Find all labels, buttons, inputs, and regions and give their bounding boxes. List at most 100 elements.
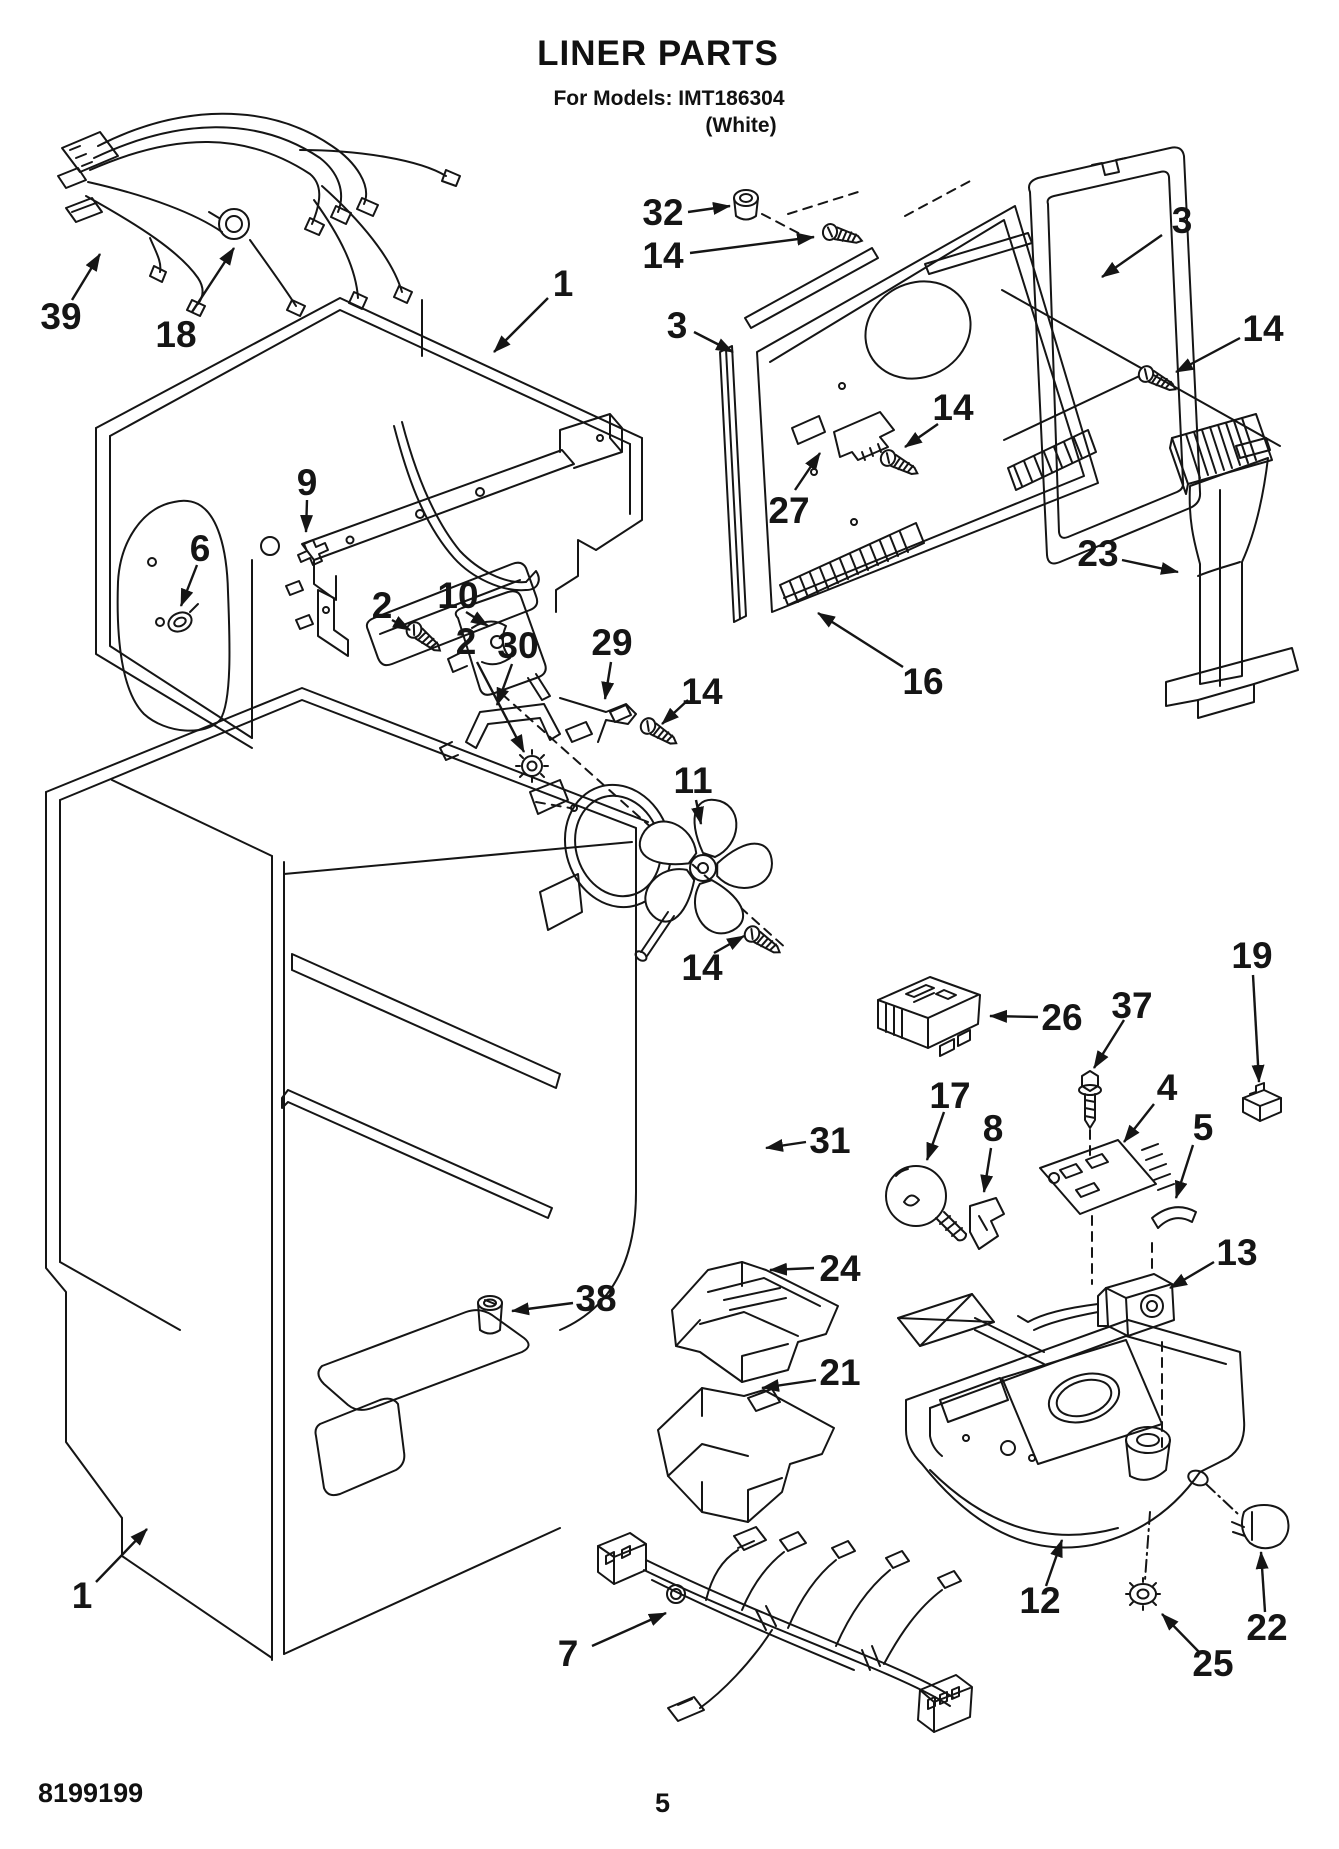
page-title: LINER PARTS [537,34,779,73]
arrow-22 [1255,1551,1269,1613]
bulb-clip [969,1197,1005,1250]
arrow-37 [1092,1019,1126,1069]
arrow-1b [95,1528,148,1583]
callout-31: 31 [809,1120,850,1161]
arrow-32 [687,201,731,215]
arrow-27 [794,452,821,491]
arrow-5 [1174,1144,1195,1199]
page-number: 5 [655,1788,671,1818]
screws-and-bushing [733,189,1181,480]
callout-6: 6 [190,528,211,569]
callout-labels: 39 18 1 32 14 3 3 14 27 14 23 16 9 2 10 … [40,192,1287,1684]
callout-3b: 3 [1172,200,1193,241]
arrow-14a [689,232,815,255]
wiring-harness-evaporator [57,112,461,317]
arrow-3a [693,330,734,354]
arrow-14b [1175,336,1241,374]
arrow-31 [765,1139,807,1152]
arrow-14c [904,423,939,448]
callout-23: 23 [1077,533,1118,574]
callout-29: 29 [591,622,632,663]
thermostat [1017,1237,1175,1453]
callout-4: 4 [1157,1067,1178,1108]
callout-14b: 14 [1242,308,1284,349]
arrow-4 [1123,1103,1155,1143]
callout-14a: 14 [642,235,684,276]
arrow-25 [1161,1613,1200,1653]
arrow-39 [70,253,102,301]
callout-12: 12 [1019,1580,1060,1621]
callout-arrows [70,201,1269,1653]
wedge-spacer [1151,1206,1197,1229]
wiring-harness-main [597,1526,973,1733]
arrow-30 [495,663,514,706]
arrow-3b [1101,234,1163,278]
defrost-control-box [877,976,981,1057]
callout-32: 32 [642,192,683,233]
callout-16: 16 [902,661,943,702]
freezer-liner [95,297,643,749]
callout-18: 18 [155,314,196,355]
arrow-2a [391,616,411,632]
knob-nut [1125,1577,1161,1611]
callout-39: 39 [40,296,81,337]
callout-17: 17 [929,1075,970,1116]
arrow-7 [591,1611,667,1648]
callout-7: 7 [558,1633,579,1674]
arrow-8 [980,1147,994,1193]
callout-3a: 3 [667,305,688,346]
arrow-12 [1044,1539,1064,1587]
drain-plug [477,1295,503,1335]
arrow-26 [989,1009,1039,1023]
callout-1a: 1 [553,263,574,304]
document-number: 8199199 [38,1778,144,1808]
air-duct-tower [1165,413,1299,719]
finish-line: (White) [705,114,777,137]
callout-2b: 2 [456,621,477,662]
callout-9: 9 [297,462,318,503]
arrow-21 [761,1378,817,1392]
callout-19: 19 [1231,935,1272,976]
callout-30: 30 [497,625,538,666]
control-console [897,1293,1246,1581]
callout-25: 25 [1192,1643,1233,1684]
callout-24: 24 [819,1248,861,1289]
callout-8: 8 [983,1108,1004,1149]
callout-21: 21 [819,1352,860,1393]
arrow-6 [179,564,199,607]
foam-air-duct-upper [671,1261,839,1383]
callout-26: 26 [1041,997,1082,1038]
control-board [1039,1129,1175,1285]
callout-22: 22 [1246,1607,1287,1648]
support-bracket [167,413,623,657]
callout-11: 11 [673,760,712,801]
foam-air-duct-lower [657,1387,835,1523]
callout-2a: 2 [372,585,393,626]
callout-37: 37 [1111,985,1152,1026]
arrow-1a [493,297,549,353]
board-screw [1078,1070,1102,1129]
arrow-18 [190,247,236,313]
models-line: For Models: IMT186304 [553,87,785,110]
fan-blade [634,798,786,962]
arrow-24 [769,1262,815,1276]
arrow-14d [661,699,689,725]
arrow-29 [601,661,615,700]
thermostat-knob [1231,1504,1290,1550]
arrow-10 [465,610,489,628]
callout-13: 13 [1216,1232,1257,1273]
arrow-2b [475,661,526,753]
arrow-11 [691,799,704,825]
liner-breaker-frame [1028,146,1202,565]
callout-27: 27 [768,490,809,531]
callout-14c: 14 [932,387,974,428]
arrow-19 [1251,974,1265,1083]
arrow-17 [925,1111,946,1161]
light-bulb [885,1165,967,1242]
callout-14d: 14 [681,671,723,712]
arrow-9 [300,499,314,533]
callout-1b: 1 [72,1575,93,1616]
mounting-clip [1242,1082,1282,1122]
